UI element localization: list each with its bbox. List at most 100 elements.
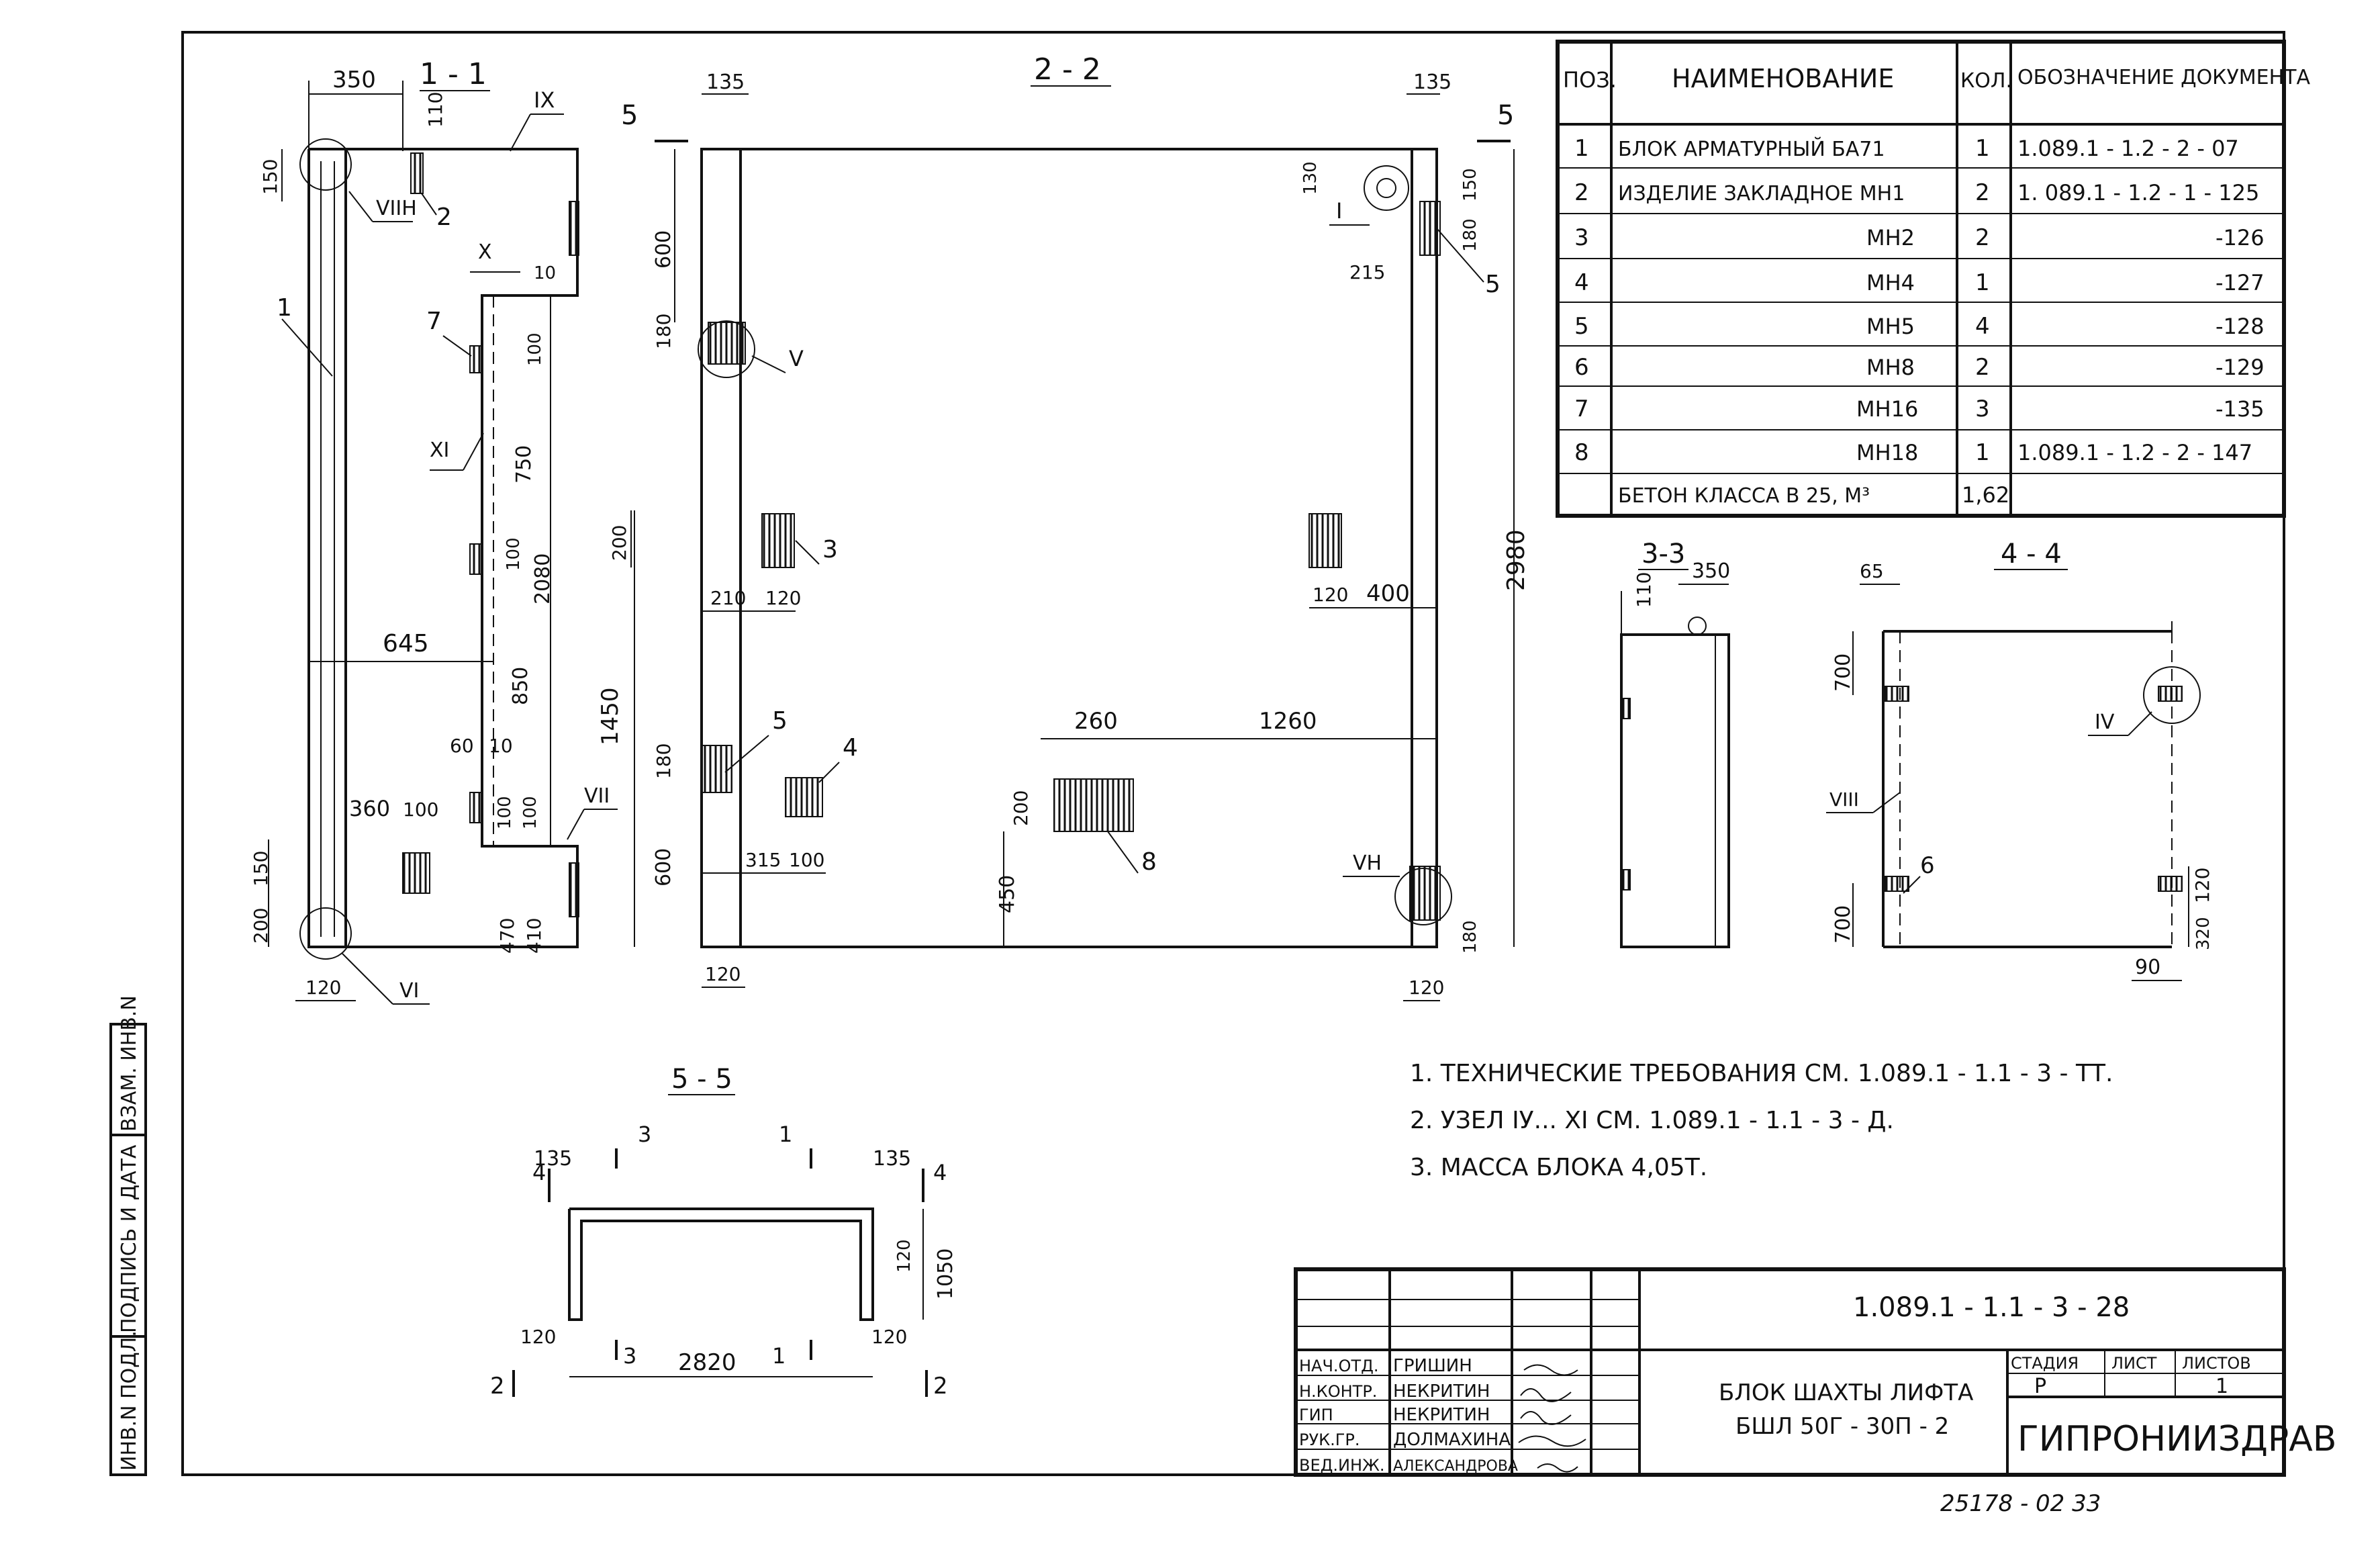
- stamp-inv-podl: ИНВ.N ПОДЛ.: [117, 1330, 141, 1471]
- signer-row: ГИП НЕКРИТИН: [1299, 1405, 1572, 1425]
- dim-360: 360: [349, 796, 390, 821]
- svg-text:2: 2: [1975, 354, 1990, 381]
- svg-text:4: 4: [1574, 269, 1589, 296]
- signer-row: ВЕД.ИНЖ. АЛЕКСАНДРОВА: [1299, 1456, 1578, 1475]
- title-line-1: БЛОК ШАХТЫ ЛИФТА: [1719, 1379, 1973, 1406]
- section-label-1-1: 1 - 1: [420, 57, 487, 91]
- dim-4-700-top: 700: [1831, 653, 1855, 692]
- dim-2-120-bottom: 120: [705, 963, 741, 985]
- embedded-part-mn16-c: [469, 792, 483, 823]
- svg-text:МН18: МН18: [1856, 440, 1918, 465]
- dim-5-120-vert: 120: [894, 1239, 914, 1273]
- dim-5-135-left: 135: [534, 1147, 572, 1171]
- archive-number: 25178 - 02 33: [1940, 1490, 2101, 1517]
- dim-10-bottom: 10: [489, 735, 513, 757]
- spec-header-name: НАИМЕНОВАНИЕ: [1672, 64, 1894, 93]
- dim-100-c: 100: [403, 799, 438, 821]
- title-block: 1.089.1 - 1.1 - 3 - 28 БЛОК ШАХТЫ ЛИФТА …: [1294, 1267, 2336, 1477]
- svg-text:ДОЛМАХИНА: ДОЛМАХИНА: [1393, 1430, 1511, 1450]
- dim-150: 150: [259, 159, 281, 195]
- dim-850: 850: [509, 667, 532, 705]
- svg-text:1: 1: [1975, 135, 1990, 162]
- block-side-view: [1620, 633, 1730, 948]
- node-VII: VII: [584, 784, 610, 808]
- part-4-d: [2158, 876, 2183, 892]
- svg-text:3: 3: [1975, 396, 1990, 422]
- embedded-part-mn2-right: [1308, 513, 1342, 568]
- dim-4-700-bottom: 700: [1831, 905, 1855, 944]
- dim-2-130: 130: [1300, 161, 1321, 195]
- organization-name: ГИПРОНИИЗДРАВ: [2017, 1419, 2336, 1459]
- signature: [1518, 1435, 1586, 1447]
- cut-1-top: 1: [779, 1122, 792, 1147]
- svg-text:НЕКРИТИН: НЕКРИТИН: [1393, 1381, 1490, 1402]
- svg-text:1: 1: [1975, 269, 1990, 296]
- svg-text:-126: -126: [2216, 225, 2265, 250]
- embedded-part-edge: [569, 862, 579, 917]
- signature: [1520, 1388, 1572, 1402]
- part-4-b: [2158, 686, 2183, 702]
- spec-row: 2 ИЗДЕЛИЕ ЗАКЛАДНОЕ МН1 2 1. 089.1 - 1.2…: [1574, 179, 2259, 206]
- dim-3-350: 350: [1692, 559, 1730, 583]
- embedded-part-mn2-side: [402, 852, 430, 894]
- dim-4-65: 65: [1860, 560, 1884, 582]
- stage-label: СТАДИЯ: [2011, 1354, 2079, 1373]
- dim-750: 750: [512, 445, 536, 484]
- dim-5-2820: 2820: [678, 1349, 736, 1376]
- embedded-part-mn4: [785, 777, 823, 817]
- section-2-2: 2 - 2 135 600 180 200 210 120 180 600 31…: [608, 52, 1530, 1001]
- section-label-3-3: 3-3: [1641, 539, 1685, 569]
- spec-row: 1 БЛОК АРМАТУРНЫЙ БА71 1 1.089.1 - 1.2 -…: [1574, 135, 2239, 162]
- node-V: V: [789, 346, 804, 371]
- svg-text:РУК.ГР.: РУК.ГР.: [1299, 1430, 1360, 1449]
- doc-code: 1.089.1 - 1.1 - 3 - 28: [1853, 1292, 2130, 1323]
- embedded-part-mn1-top: [410, 152, 424, 194]
- spec-row: 4 МН4 1 -127: [1574, 269, 2265, 296]
- side-part-b: [1623, 869, 1631, 891]
- dim-110: 110: [424, 92, 446, 128]
- embedded-part-mn5-bottom: [1409, 866, 1441, 921]
- dim-100-b: 100: [504, 537, 524, 571]
- dim-2-180-a: 180: [653, 314, 675, 349]
- dim-2-215: 215: [1349, 261, 1385, 283]
- dim-2080: 2080: [531, 553, 555, 604]
- svg-text:БЕТОН КЛАССА В 25, М³: БЕТОН КЛАССА В 25, М³: [1618, 484, 1870, 508]
- embedded-part-edge-top: [569, 201, 579, 256]
- sheets-value: 1: [2216, 1375, 2228, 1398]
- node-XI: XI: [430, 439, 449, 462]
- pos-1: 1: [277, 294, 292, 322]
- dim-100-d: 100: [495, 796, 515, 829]
- dim-2-180-c: 180: [1460, 218, 1480, 252]
- cut-2-right: 2: [933, 1373, 948, 1400]
- dim-2-1260: 1260: [1259, 708, 1317, 735]
- note-1: 1. ТЕХНИЧЕСКИЕ ТРЕБОВАНИЯ СМ. 1.089.1 - …: [1410, 1060, 2113, 1087]
- node-X: X: [478, 240, 492, 264]
- cut-2-left: 2: [490, 1373, 505, 1400]
- dim-2-180-b: 180: [653, 743, 675, 779]
- embedded-part-mn18: [1053, 778, 1134, 832]
- svg-text:1. 089.1 - 1.2 - 1 - 125: 1. 089.1 - 1.2 - 1 - 125: [2017, 180, 2259, 206]
- pos-6: 6: [1920, 852, 1935, 879]
- svg-text:Н.КОНТР.: Н.КОНТР.: [1299, 1382, 1377, 1401]
- svg-text:МН4: МН4: [1866, 270, 1915, 295]
- dim-350: 350: [332, 66, 376, 93]
- section-4-4: 4 - 4 65 700 700 120 320 90 IV VIII 6: [1826, 539, 2214, 981]
- dim-2-2980: 2980: [1503, 529, 1530, 591]
- svg-text:МН16: МН16: [1856, 396, 1918, 422]
- spec-row: 3 МН2 2 -126: [1574, 224, 2265, 251]
- dim-150-b: 150: [250, 851, 272, 886]
- svg-text:БЛОК АРМАТУРНЫЙ БА71: БЛОК АРМАТУРНЫЙ БА71: [1618, 137, 1885, 161]
- section-label-5-5: 5 - 5: [671, 1064, 732, 1095]
- spec-header-doc: ОБОЗНАЧЕНИЕ ДОКУМЕНТА: [2017, 66, 2310, 89]
- svg-text:1.089.1 - 1.2 - 2 - 147: 1.089.1 - 1.2 - 2 - 147: [2017, 440, 2252, 465]
- note-2: 2. УЗЕЛ IУ... XI СМ. 1.089.1 - 1.1 - 3 -…: [1410, 1107, 1894, 1134]
- dim-2-600-bottom: 600: [652, 848, 675, 886]
- cut-5-right: 5: [1497, 100, 1514, 131]
- svg-text:3: 3: [1574, 224, 1589, 251]
- dim-5-1050: 1050: [934, 1248, 957, 1300]
- svg-text:-135: -135: [2216, 396, 2265, 422]
- stamp-vzam-inv: ВЗАМ. ИНВ.N: [117, 995, 141, 1132]
- side-part-a: [1623, 698, 1631, 719]
- dim-2-100: 100: [789, 849, 824, 871]
- svg-text:2: 2: [1975, 224, 1990, 251]
